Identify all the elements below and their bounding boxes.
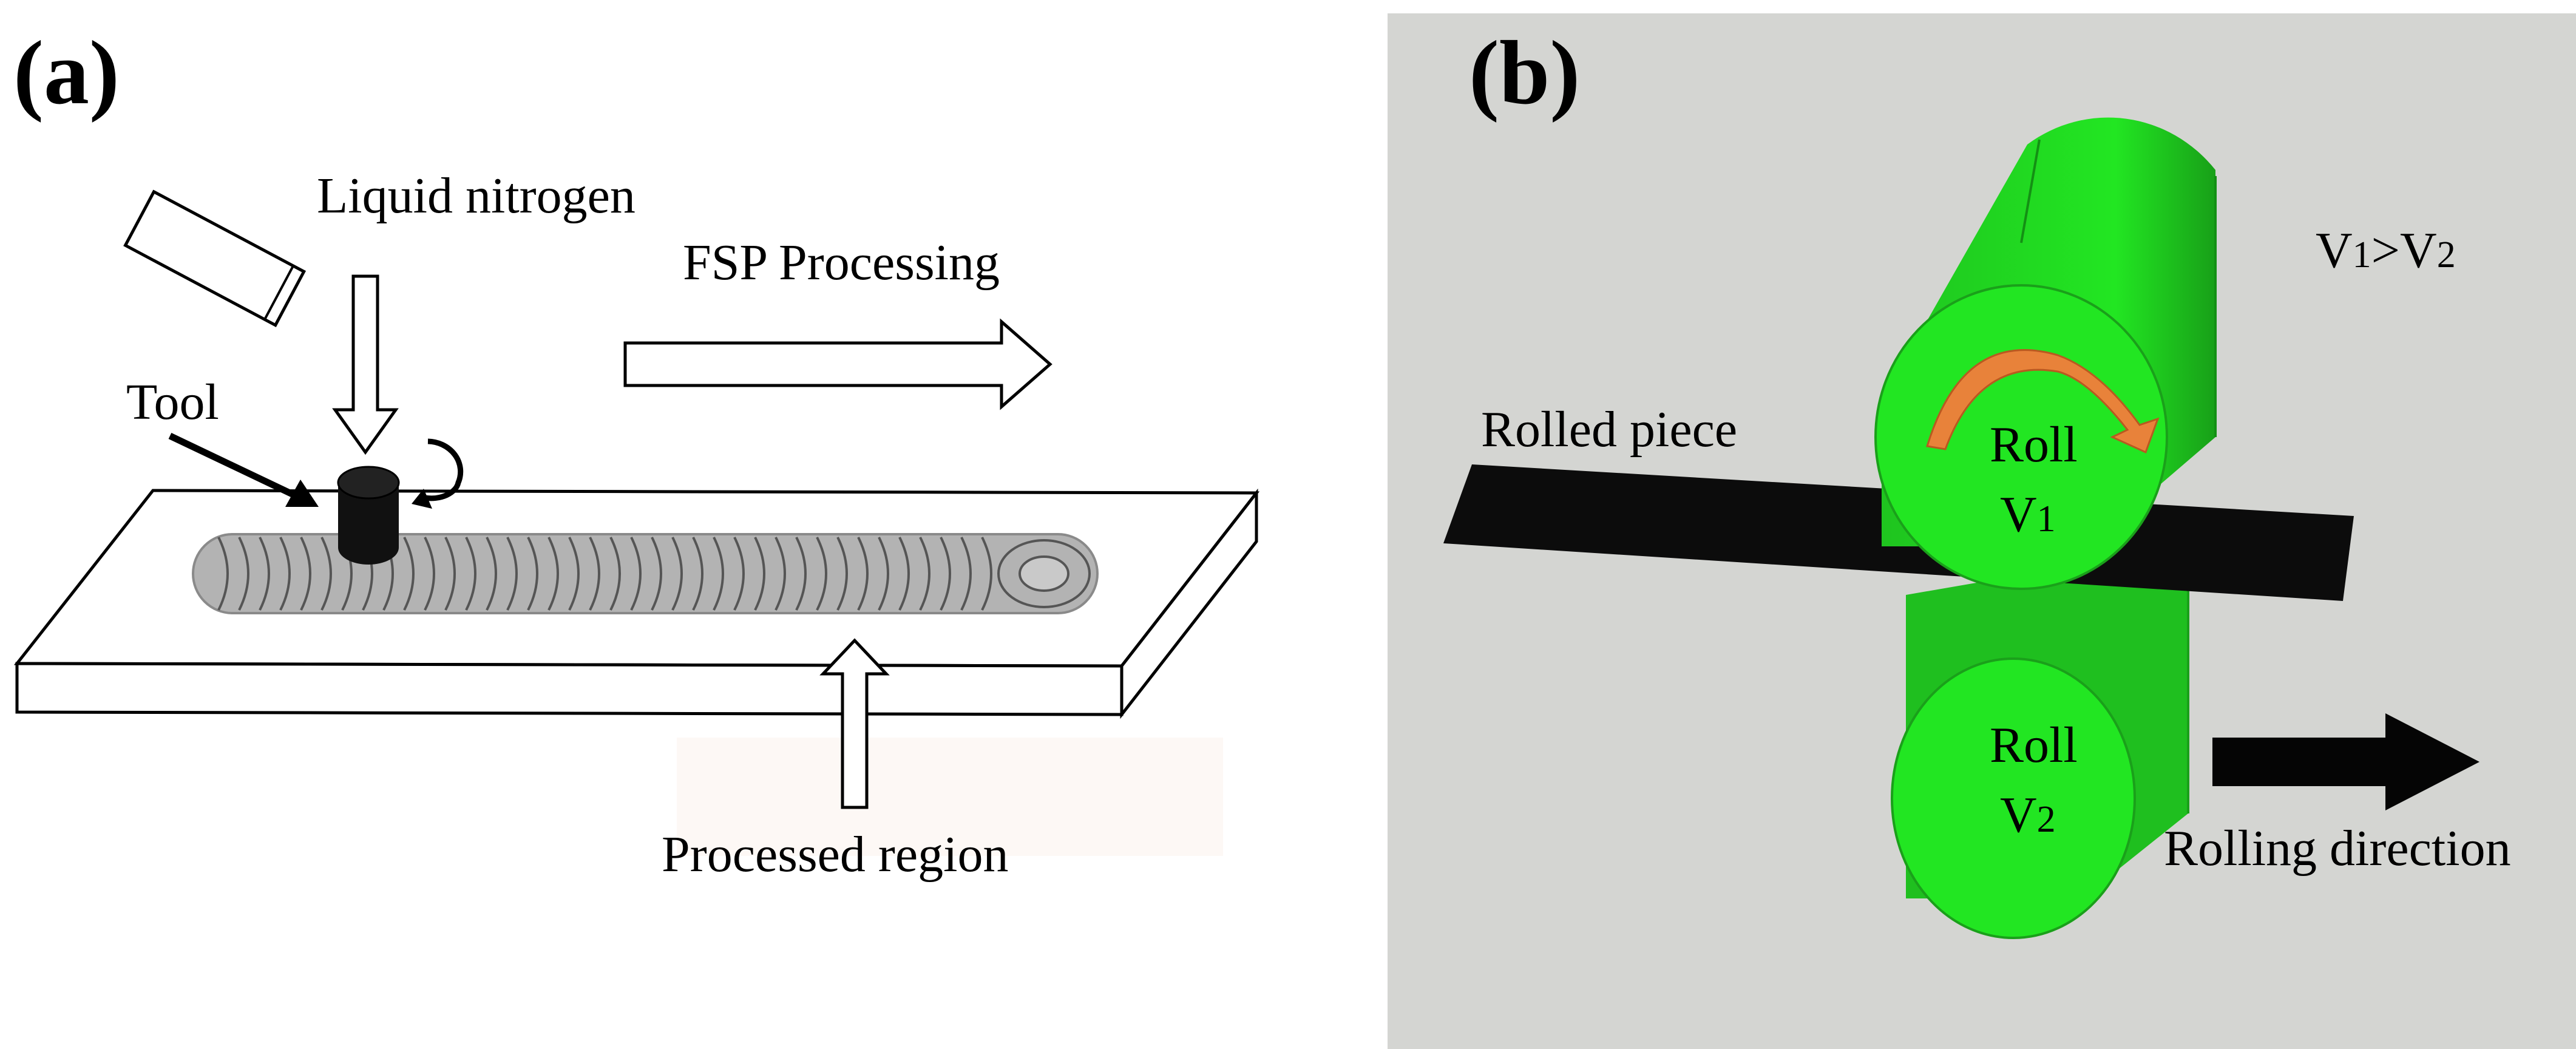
panel-b: (b) V1>V2 Roll V1 Roll V2 bbox=[1388, 13, 2576, 1049]
weld-ripple bbox=[878, 537, 889, 611]
fsp-processing-arrow bbox=[623, 318, 1052, 410]
liquid-nitrogen-arrow bbox=[332, 274, 399, 455]
weld-ripple bbox=[836, 537, 848, 611]
weld-ripple bbox=[651, 537, 662, 611]
roll-top-name: Roll bbox=[1990, 416, 2078, 473]
weld-ripple bbox=[589, 537, 600, 611]
panel-a: (a) Liquid nitrogen FSP Processing bbox=[13, 22, 1260, 883]
weld-ripple bbox=[609, 537, 621, 611]
tool bbox=[337, 466, 400, 565]
weld-ripple bbox=[300, 537, 311, 611]
weld-ripple bbox=[857, 537, 869, 611]
weld-ripple bbox=[238, 537, 249, 611]
weld-ripple bbox=[795, 537, 807, 611]
weld-ripple bbox=[754, 537, 765, 611]
weld-ripple bbox=[919, 537, 930, 611]
speed-relation: V1>V2 bbox=[2316, 222, 2456, 279]
processed-region-label: Processed region bbox=[662, 826, 1009, 883]
weld-ripple bbox=[692, 537, 703, 611]
roll-bottom-speed: V2 bbox=[2000, 787, 2056, 843]
weld-ripple bbox=[547, 537, 559, 611]
tool-pointer-arrow bbox=[168, 433, 319, 507]
roll-rotation-arrow bbox=[1926, 349, 2160, 454]
fsp-processing-label: FSP Processing bbox=[683, 234, 1000, 291]
weld-ripple bbox=[217, 537, 229, 611]
weld-ripple bbox=[671, 537, 683, 611]
rolled-piece-label: Rolled piece bbox=[1481, 401, 1737, 458]
rolling-direction-arrow bbox=[2212, 713, 2479, 810]
weld-ripple bbox=[444, 537, 456, 611]
weld-ripple bbox=[981, 537, 992, 611]
processed-region-arrow bbox=[819, 638, 890, 809]
weld-ripple bbox=[424, 537, 435, 611]
weld-ripple bbox=[898, 537, 910, 611]
tool-rotation-arrow bbox=[412, 438, 464, 509]
weld-ripple bbox=[568, 537, 580, 611]
roll-bottom bbox=[1891, 565, 2189, 939]
panel-a-label: (a) bbox=[13, 22, 120, 123]
weld-ripple bbox=[465, 537, 476, 611]
weld-ripple bbox=[733, 537, 745, 611]
weld-ripple bbox=[259, 537, 270, 611]
weld-ripples bbox=[217, 537, 992, 611]
panel-b-label: (b) bbox=[1469, 22, 1580, 123]
weld-ripple bbox=[279, 537, 291, 611]
roll-bottom-name: Roll bbox=[1990, 717, 2078, 773]
weld-ripple bbox=[960, 537, 972, 611]
liquid-nitrogen-nozzle bbox=[123, 189, 307, 327]
weld-track bbox=[192, 533, 1099, 614]
weld-ripple bbox=[630, 537, 642, 611]
tool-label: Tool bbox=[126, 374, 219, 430]
weld-ripple bbox=[320, 537, 332, 611]
weld-ripple bbox=[506, 537, 518, 611]
liquid-nitrogen-label: Liquid nitrogen bbox=[317, 168, 636, 224]
rolling-direction-label: Rolling direction bbox=[2164, 820, 2511, 877]
weld-ripple bbox=[774, 537, 786, 611]
weld-ripple bbox=[940, 537, 951, 611]
weld-ripple bbox=[816, 537, 827, 611]
weld-ripple bbox=[486, 537, 497, 611]
faint-patch bbox=[677, 738, 1223, 856]
roll-top-speed: V1 bbox=[2000, 486, 2056, 543]
weld-ripple bbox=[527, 537, 538, 611]
weld-ripple bbox=[713, 537, 724, 611]
weld-ripple bbox=[403, 537, 415, 611]
